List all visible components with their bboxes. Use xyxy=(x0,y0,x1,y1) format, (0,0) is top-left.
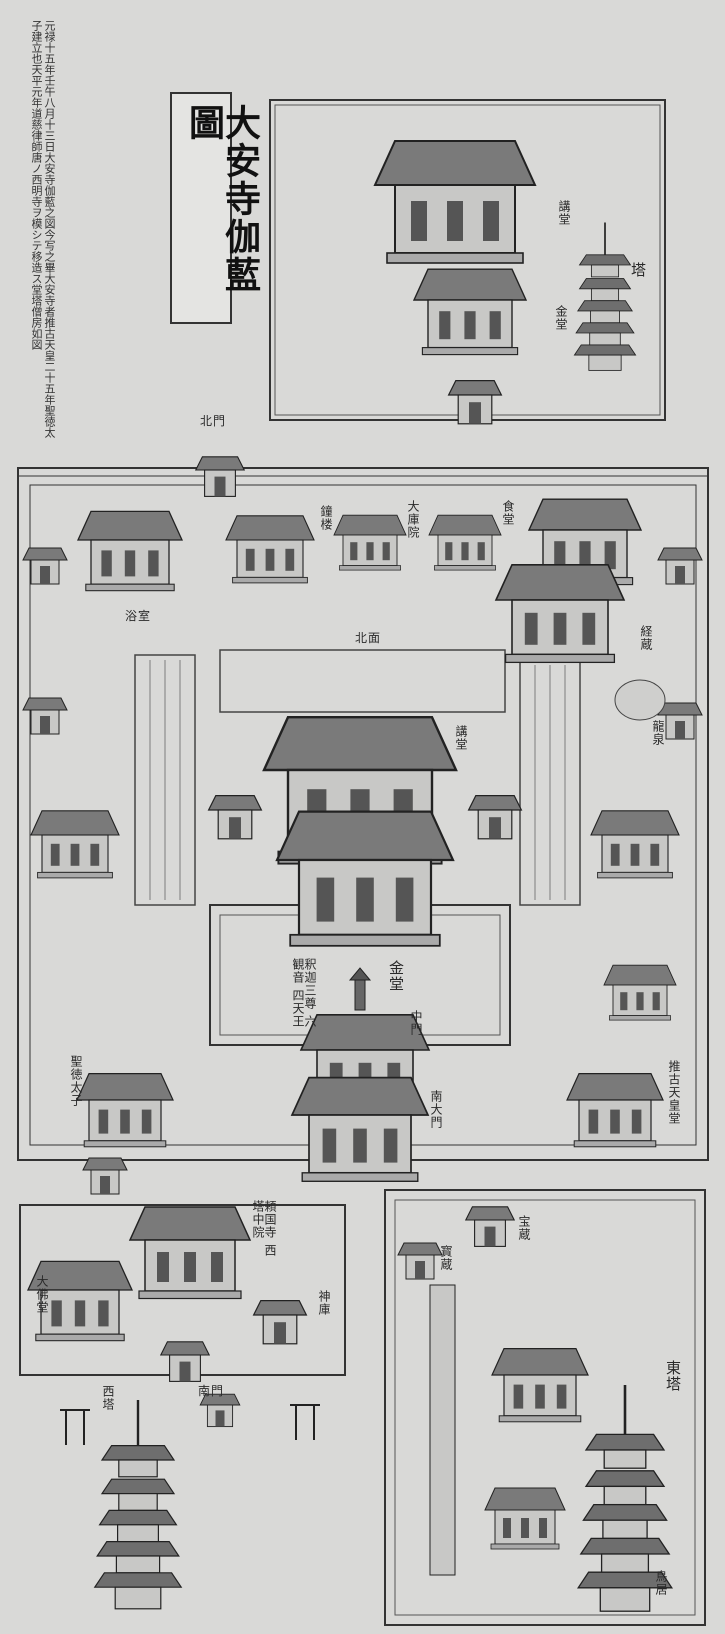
nandaimon-gate xyxy=(291,1076,429,1183)
lower-right-enclosure xyxy=(384,1189,706,1626)
title-cartouche: 大安寺伽藍圖 xyxy=(170,92,261,324)
torii-south xyxy=(290,1404,320,1440)
label-daibutsuden: 大佛堂 xyxy=(35,1275,49,1314)
east-small-hall xyxy=(603,964,677,1021)
intro-text-block: 元禄十五年壬午八月十三日大安寺伽藍之図今写之畢大安寺者推古天皇二十五年聖徳太子建… xyxy=(30,20,158,440)
kondo-building xyxy=(275,810,455,947)
label-minamito: 西塔 xyxy=(101,1385,115,1411)
label-nandaimon: 南大門 xyxy=(429,1090,443,1129)
dining-hall xyxy=(428,514,502,571)
label-kitamon: 北門 xyxy=(200,414,227,428)
label-kyozo: 経蔵 xyxy=(639,625,653,651)
label-ryusen: 龍泉 xyxy=(651,720,665,746)
daikuin-building xyxy=(333,514,407,571)
lower-left-main-hall xyxy=(129,1206,251,1300)
inner-hall-a xyxy=(491,1347,589,1423)
label-butsuzo: 釈迦三尊 六観音 四天王 xyxy=(291,958,317,1028)
torii-west xyxy=(60,1409,90,1445)
label-torii: 鳥居 xyxy=(654,1570,668,1596)
page-title: 大安寺伽藍圖 xyxy=(183,104,261,294)
label-kitakairo: 北面 xyxy=(355,631,382,645)
label-kodo-upper: 講堂 xyxy=(557,200,571,226)
stone-lantern xyxy=(348,967,372,1011)
label-minamimon: 南門 xyxy=(198,1384,225,1398)
label-shotoku: 聖徳太子 xyxy=(69,1055,83,1107)
label-ganji: 頼国寺 西塔中院 xyxy=(251,1200,277,1257)
label-daikuin: 大庫院 xyxy=(406,500,420,539)
west-corridor xyxy=(134,654,196,906)
label-chumon: 中門 xyxy=(409,1010,423,1036)
bell-tower xyxy=(225,515,315,584)
east-side-hall xyxy=(590,810,680,879)
label-kondo: 金堂 xyxy=(387,960,405,992)
suiko-hall xyxy=(566,1072,664,1148)
west-side-hall xyxy=(30,810,120,879)
label-kondo-upper: 金堂 xyxy=(554,305,568,331)
label-suiko: 推古天皇堂 xyxy=(667,1060,681,1125)
dragon-spring-pond xyxy=(614,679,666,721)
inner-hall-b xyxy=(484,1487,566,1550)
north-hall xyxy=(219,649,506,713)
label-hozo2: 寳蔵 xyxy=(439,1245,453,1271)
upper-kodo-building xyxy=(374,140,536,264)
upper-kondo-building xyxy=(413,268,527,356)
east-hall-b xyxy=(495,563,625,664)
long-storehouse xyxy=(429,1284,456,1576)
label-jingu: 神庫 xyxy=(317,1290,331,1316)
label-jikido: 食堂 xyxy=(501,500,515,526)
label-higashito: 東塔 xyxy=(664,1360,682,1392)
bath-house xyxy=(77,510,183,592)
label-hozo: 宝蔵 xyxy=(517,1215,531,1241)
intro-text: 元禄十五年壬午八月十三日大安寺伽藍之図今写之畢大安寺者推古天皇二十五年聖徳太子建… xyxy=(30,20,56,438)
shotoku-hall xyxy=(76,1072,174,1148)
label-shoro: 鐘楼 xyxy=(319,505,333,531)
label-to-upper: 塔 xyxy=(629,262,647,278)
label-yokushitsu: 浴室 xyxy=(125,609,152,623)
label-kodo: 講堂 xyxy=(454,725,468,751)
